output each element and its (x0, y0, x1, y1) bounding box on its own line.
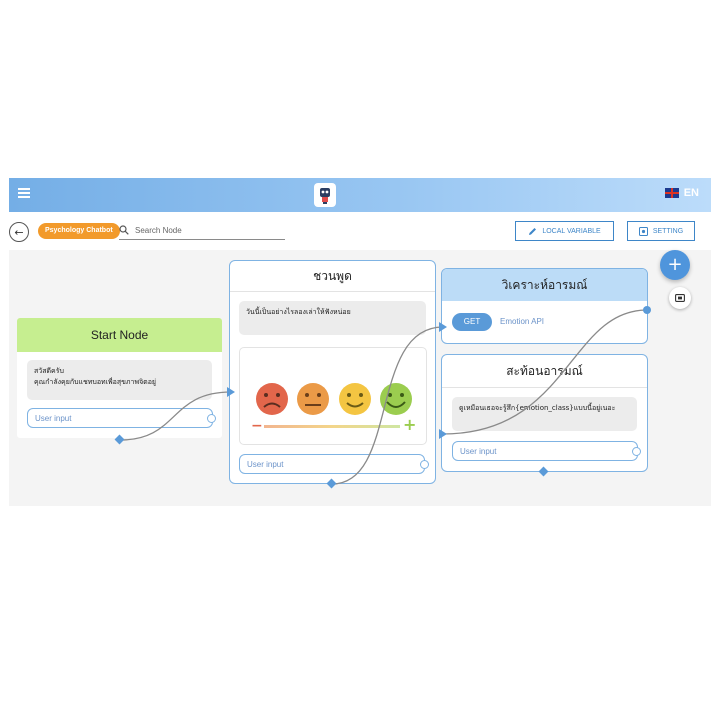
reflect-node-message: ดูเหมือนเธอจะรู้สึก{emotion_class}แบบนี้… (452, 397, 637, 431)
bot-name-chip[interactable]: Psychology Chatbot (38, 223, 120, 239)
settings-icon (638, 226, 648, 236)
reflect-user-input[interactable]: User input (452, 441, 638, 461)
analyze-node-title: วิเคราะห์อารมณ์ (501, 278, 588, 292)
emotion-scale-card: − + (239, 347, 427, 445)
emotion-scale-bar (264, 425, 400, 428)
fit-screen-icon (675, 294, 685, 302)
start-input-port[interactable] (207, 414, 216, 423)
start-message-line-2: คุณกำลังคุยกับแชทบอทเพื่อสุขภาพจิตอยู่ (34, 378, 157, 386)
search-node-input[interactable] (133, 224, 277, 236)
start-node-title: Start Node (90, 328, 149, 342)
chat-input-port[interactable] (420, 460, 429, 469)
local-variable-button[interactable]: LOCAL VARIABLE (515, 221, 614, 241)
start-message-line-1: สวัสดีครับ (34, 367, 64, 375)
hamburger-icon[interactable] (18, 188, 30, 198)
reflect-node-title: สะท้อนอารมณ์ (506, 364, 583, 378)
api-name-label: Emotion API (500, 317, 545, 326)
robot-logo-icon (314, 183, 336, 207)
happy-face-icon (380, 383, 412, 415)
reflect-emotion-node[interactable]: สะท้อนอารมณ์ ดูเหมือนเธอจะรู้สึก{emotion… (441, 354, 648, 472)
start-node-message: สวัสดีครับ คุณกำลังคุยกับแชทบอทเพื่อสุขภ… (27, 360, 212, 400)
chat-node-header: ชวนพูด (230, 261, 435, 292)
local-variable-label: LOCAL VARIABLE (542, 227, 601, 235)
arrow-left-icon: ← (14, 225, 24, 239)
chat-node-message: วันนี้เป็นอย่างไรลองเล่าให้ฟังหน่อย (239, 301, 426, 335)
reflect-input-port[interactable] (632, 447, 641, 456)
scale-plus-icon: + (403, 415, 417, 434)
reflect-input-handle[interactable] (439, 429, 447, 439)
smile-face-icon (339, 383, 371, 415)
reflect-node-header: สะท้อนอารมณ์ (442, 355, 647, 388)
scale-minus-icon: − (251, 418, 263, 434)
sad-face-icon (256, 383, 288, 415)
start-user-input[interactable]: User input (27, 408, 213, 428)
analyze-input-handle[interactable] (439, 322, 447, 332)
flow-editor: EN ← Psychology Chatbot LOCAL VARIABLE (9, 178, 711, 506)
analyze-output-handle[interactable] (643, 306, 651, 314)
search-icon (119, 225, 129, 235)
uk-flag-icon (664, 188, 679, 198)
start-node[interactable]: Start Node สวัสดีครับ คุณกำลังคุยกับแชทบ… (17, 318, 222, 438)
analyze-emotion-node[interactable]: วิเคราะห์อารมณ์ GET Emotion API (441, 268, 648, 344)
setting-label: SETTING (652, 227, 684, 235)
chat-user-input[interactable]: User input (239, 454, 425, 474)
neutral-face-icon (297, 383, 329, 415)
start-node-header: Start Node (17, 318, 222, 352)
fit-view-button[interactable] (669, 287, 691, 309)
setting-button[interactable]: SETTING (627, 221, 695, 241)
chat-node[interactable]: ชวนพูด วันนี้เป็นอย่างไรลองเล่าให้ฟังหน่… (229, 260, 436, 484)
add-node-button[interactable]: + (660, 250, 690, 280)
chat-node-title: ชวนพูด (313, 269, 352, 283)
editor-toolbar: ← Psychology Chatbot LOCAL VARIABLE SETT… (9, 212, 711, 250)
language-label: EN (683, 187, 699, 199)
emotion-faces (256, 383, 412, 428)
analyze-node-header: วิเคราะห์อารมณ์ (442, 269, 647, 301)
top-app-bar: EN (9, 178, 711, 212)
back-button[interactable]: ← (9, 222, 29, 242)
api-method-badge[interactable]: GET (452, 313, 492, 331)
search-node-field[interactable] (119, 221, 285, 240)
pencil-icon (529, 227, 537, 235)
language-switcher[interactable]: EN (664, 187, 699, 199)
plus-icon: + (667, 254, 683, 275)
chat-input-handle[interactable] (227, 387, 235, 397)
